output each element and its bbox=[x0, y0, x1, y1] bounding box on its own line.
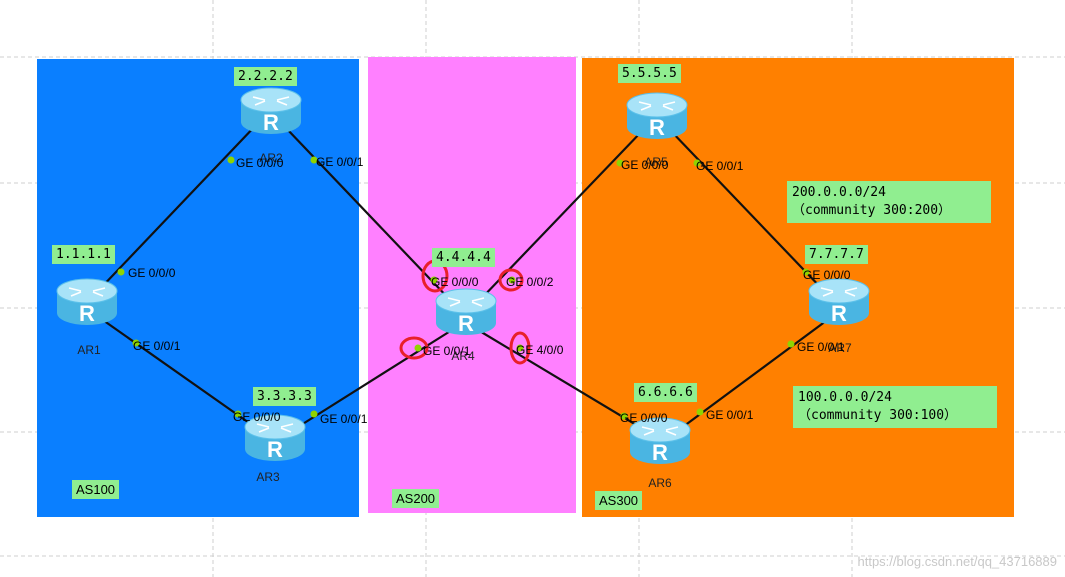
route-note-200: 200.0.0.0/24 （community 300:200） bbox=[787, 181, 991, 223]
watermark: https://blog.csdn.net/qq_43716889 bbox=[857, 554, 1058, 569]
iface-ar5-g001: GE 0/0/1 bbox=[696, 159, 744, 173]
router-name-ar7: AR7 bbox=[828, 341, 852, 355]
loopback-ar5: 5.5.5.5 bbox=[618, 64, 681, 83]
route-community: （community 300:100） bbox=[798, 408, 958, 423]
iface-ar7-g000: GE 0/0/0 bbox=[803, 268, 851, 282]
link-ar5-ar7 bbox=[669, 129, 826, 293]
area-as200 bbox=[368, 57, 576, 513]
iface-ar1-g001: GE 0/0/1 bbox=[133, 339, 181, 353]
iface-ar4-g001: GE 0/0/1 bbox=[423, 344, 471, 358]
router-name-ar3: AR3 bbox=[256, 470, 280, 484]
port-dots bbox=[117, 156, 810, 420]
link-ar4-ar6 bbox=[477, 329, 649, 433]
iface-ar4-g400: GE 4/0/0 bbox=[516, 343, 564, 357]
link-ar4-ar5 bbox=[477, 129, 644, 303]
iface-ar6-g000: GE 0/0/0 bbox=[620, 411, 668, 425]
iface-ar4-g000: GE 0/0/0 bbox=[431, 275, 479, 289]
router-ar6-icon[interactable] bbox=[629, 417, 691, 466]
loopback-ar2: 2.2.2.2 bbox=[234, 67, 297, 86]
loopback-ar6: 6.6.6.6 bbox=[634, 383, 697, 402]
router-ar7-icon[interactable] bbox=[808, 278, 870, 327]
route-community: （community 300:200） bbox=[792, 203, 952, 218]
iface-ar4-g002: GE 0/0/2 bbox=[506, 275, 554, 289]
loopback-ar7: 7.7.7.7 bbox=[805, 245, 868, 264]
loopback-ar4: 4.4.4.4 bbox=[432, 248, 495, 267]
router-name-ar5: AR5 bbox=[644, 155, 668, 169]
route-prefix: 200.0.0.0/24 bbox=[792, 185, 886, 200]
router-name-ar2: AR2 bbox=[259, 151, 283, 165]
route-note-100: 100.0.0.0/24 （community 300:100） bbox=[793, 386, 997, 428]
as-label-as300: AS300 bbox=[595, 491, 643, 510]
iface-ar3-g001: GE 0/0/1 bbox=[320, 412, 368, 426]
iface-ar5-g000: GE 0/0/0 bbox=[621, 158, 669, 172]
as-label-as200: AS200 bbox=[392, 489, 440, 508]
router-ar1-icon[interactable] bbox=[56, 278, 118, 327]
link-ar1-ar2 bbox=[95, 122, 259, 294]
iface-ar6-g001: GE 0/0/1 bbox=[706, 408, 754, 422]
router-ar5-icon[interactable] bbox=[626, 92, 688, 141]
iface-ar7-g001: GE 0/0/1 bbox=[797, 340, 845, 354]
iface-ar2-g000: GE 0/0/0 bbox=[236, 156, 284, 170]
iface-ar3-g000: GE 0/0/0 bbox=[233, 410, 281, 424]
as-label-as100: AS100 bbox=[72, 480, 120, 499]
router-ar4-icon[interactable] bbox=[435, 288, 497, 337]
route-prefix: 100.0.0.0/24 bbox=[798, 390, 892, 405]
loopback-ar1: 1.1.1.1 bbox=[52, 245, 115, 264]
router-name-ar6: AR6 bbox=[648, 476, 672, 490]
loopback-ar3: 3.3.3.3 bbox=[253, 387, 316, 406]
router-name-ar1: AR1 bbox=[77, 343, 101, 357]
router-name-ar4: AR4 bbox=[451, 349, 475, 363]
iface-ar1-g000: GE 0/0/0 bbox=[128, 266, 176, 280]
iface-ar2-g001: GE 0/0/1 bbox=[316, 155, 364, 169]
router-ar2-icon[interactable] bbox=[240, 87, 302, 136]
